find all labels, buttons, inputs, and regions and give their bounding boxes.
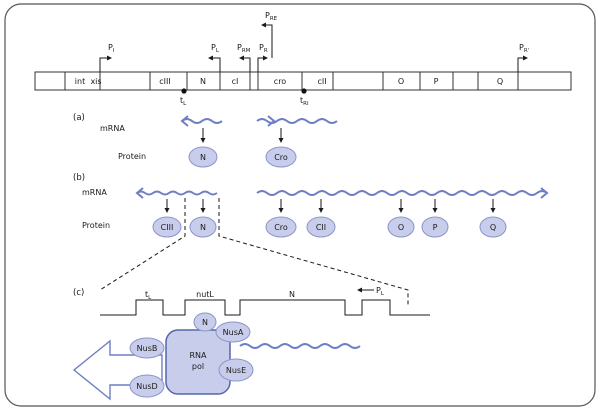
panel-c-pl-label: PL [376,286,385,297]
promoter-pre-label: PRE [265,11,278,22]
panel-b-label: (b) [73,173,85,183]
panel-b-right-mrna-arrowhead [540,187,549,199]
gene-n: N [200,77,206,86]
panel-c-label: (c) [73,288,84,298]
panel-b-translation-arrows [164,199,496,213]
panel-b-protein-cii-label: CII [316,223,326,232]
gene-ciii: cIII [159,77,170,86]
genome-map: int xis cIII N cI cro cII O P Q PI PL PR… [34,11,572,107]
panel-c: (c) tL nutL N PL RNA pol N NusA NusB Nus… [72,286,430,401]
rna-polymerase-label-line1: RNA [189,351,207,360]
promoter-pr-prime-arrow [517,55,528,72]
panel-b-protein-cro-label: Cro [274,223,288,232]
gene-int: int [75,77,85,86]
zoom-dashed-lines [99,198,409,306]
factor-nuse [218,358,254,382]
promoter-prm-arrow [239,55,251,72]
terminator-tri-dot [301,88,307,94]
panel-b-protein-q-label: Q [490,223,496,232]
panel-a-mrna-label: mRNA [100,124,125,133]
panel-a-protein-n-label: N [200,153,206,162]
panel-b-protein-o [387,216,415,238]
promoter-pr-label: PR [259,43,268,54]
panel-c-nascent-mrna [239,343,361,349]
gene-cii: cII [317,77,326,86]
panel-c-region-map [100,299,430,316]
zoom-line-left [99,198,186,291]
panel-c-tl-label: tL [145,290,152,301]
panel-b-left-mrna [136,190,218,196]
panel-a-protein-cro-label: Cro [274,153,288,162]
panel-a-cro-mrna [256,118,338,124]
panel-a-protein-cro [265,146,297,168]
factor-nusa [215,321,251,343]
panel-a-protein-n [188,146,218,168]
rna-polymerase-label-line2: pol [192,362,204,371]
promoter-prm-label: PRM [237,43,251,54]
panel-a-cro-mrna-arrowhead [267,115,276,127]
outer-frame [4,3,596,407]
panel-b-protein-ciii [152,216,182,238]
panel-b-protein-p-label: P [433,223,438,232]
zoom-line-right [218,198,409,306]
panel-c-n-label: N [289,290,295,299]
panel-a-protein-label: Protein [118,152,146,161]
gene-q: Q [497,77,503,86]
factor-n [193,312,217,332]
panel-a-n-mrna-arrowhead [180,115,189,127]
gene-p: P [434,77,439,86]
panel-b-right-mrna [256,190,548,196]
gene-ci: cI [232,77,239,86]
promoter-pi-label: PI [108,43,115,54]
panel-c-nutl-label: nutL [196,290,214,299]
gene-dividers [64,72,519,90]
panel-b-protein-cro [265,216,297,238]
factor-nusd [129,374,165,398]
factor-nuse-label: NusE [226,366,246,375]
gene-cro: cro [274,77,287,86]
promoter-pre-arrow [261,22,273,58]
factor-nusb-label: NusB [137,344,158,353]
promoter-pl-label: PL [211,43,220,54]
promoter-pr-prime-label: PR' [519,43,529,54]
panel-b-protein-label: Protein [82,221,110,230]
promoter-pr-arrow [257,55,268,72]
panel-b-protein-q [479,216,507,238]
promoter-arrows [99,22,528,72]
panel-a-n-mrna [181,118,223,124]
panel-b-protein-n-label: N [200,223,206,232]
terminator-tri-label: tRI [300,96,309,107]
panel-b-protein-p [421,216,449,238]
promoter-pl-arrow [208,55,221,72]
panel-b-protein-n [189,216,217,238]
factor-nusa-label: NusA [223,328,244,337]
promoter-pi-arrow [99,55,112,72]
factor-nusb [129,337,165,359]
terminator-tl-dot [181,88,187,94]
panel-b: (b) mRNA Protein CIII N Cro CII O P Q [73,173,549,238]
gene-o: O [398,77,404,86]
panel-a-label: (a) [73,113,85,123]
panel-b-left-mrna-arrowhead [135,187,144,199]
panel-b-protein-cii [306,216,336,238]
terminator-tl-label: tL [180,96,187,107]
panel-b-mrna-label: mRNA [82,188,107,197]
gene-xis: xis [90,77,101,86]
factor-n-label: N [202,318,208,327]
panel-a: (a) mRNA Protein N Cro [73,113,338,168]
factor-nusd-label: NusD [136,382,157,391]
genome-bar [34,71,572,91]
panel-b-protein-o-label: O [398,223,404,232]
panel-b-protein-ciii-label: CIII [161,223,174,232]
